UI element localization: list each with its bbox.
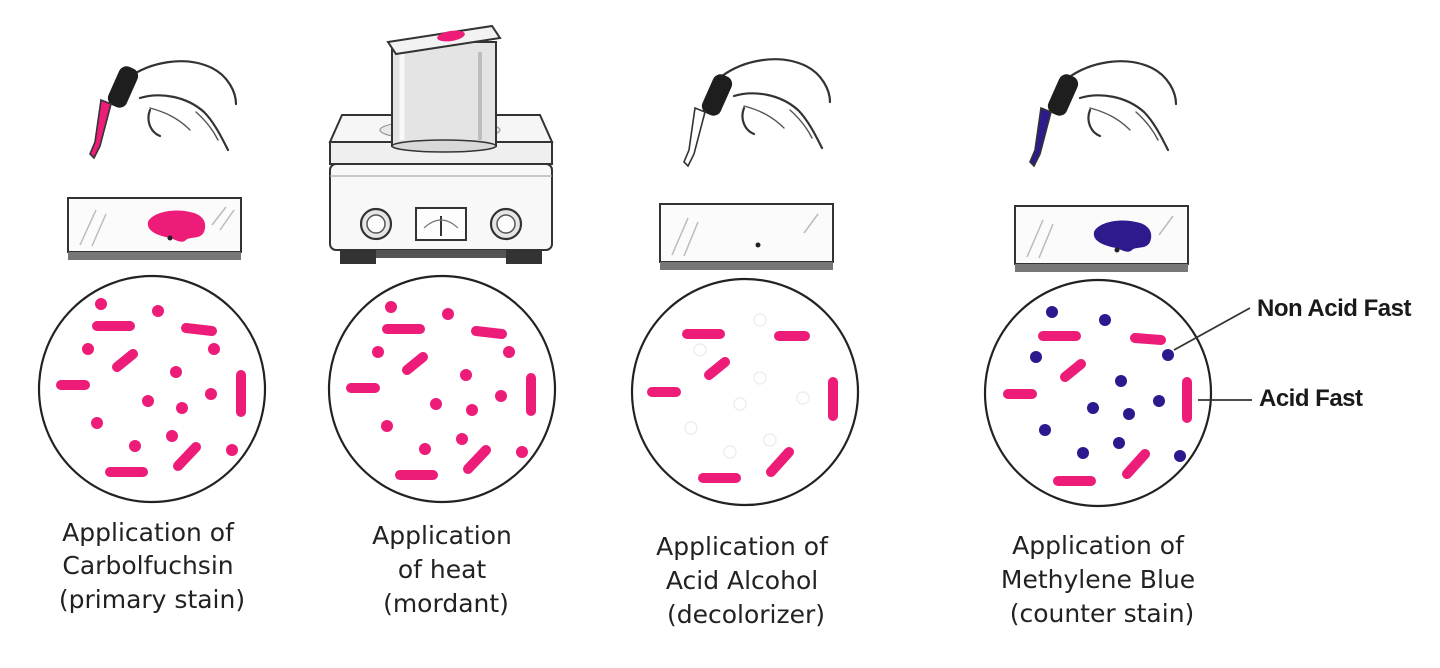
dropper-hand-icon bbox=[1029, 60, 1178, 168]
coccus-bacterium bbox=[1039, 424, 1051, 436]
coccus-bacterium bbox=[226, 444, 238, 456]
coccus-bacterium bbox=[176, 402, 188, 414]
rod-bacterium bbox=[704, 357, 730, 380]
coccus-bacterium bbox=[91, 417, 103, 429]
rod-bacterium bbox=[402, 352, 428, 375]
beaker-icon bbox=[386, 24, 502, 153]
step-counter-stain: Application of Methylene Blue (counter s… bbox=[983, 60, 1213, 628]
microscope-field bbox=[983, 278, 1213, 508]
coccus-bacterium bbox=[419, 443, 431, 455]
glass-slide bbox=[1014, 205, 1189, 272]
coccus-bacterium bbox=[381, 420, 393, 432]
coccus-bacterium bbox=[170, 366, 182, 378]
dropper-tube bbox=[1029, 106, 1052, 168]
glass-slide bbox=[67, 197, 242, 260]
rod-bacterium bbox=[173, 442, 201, 471]
microscope-field bbox=[327, 274, 557, 504]
coccus-bacterium bbox=[1113, 437, 1125, 449]
coccus-bacterium bbox=[516, 446, 528, 458]
step-caption: Application of Carbolfuchsin (primary st… bbox=[59, 518, 245, 614]
smear bbox=[147, 210, 206, 242]
rod-bacterium bbox=[1122, 449, 1150, 479]
coccus-bacterium bbox=[466, 404, 478, 416]
step-caption: Application of heat (mordant) bbox=[372, 521, 520, 618]
coccus-bacterium bbox=[1046, 306, 1058, 318]
coccus-bacterium bbox=[129, 440, 141, 452]
rod-bacterium bbox=[112, 349, 138, 372]
glass-slide bbox=[659, 203, 834, 270]
step-decolorizer: Application of Acid Alcohol (decolorizer… bbox=[630, 58, 860, 629]
coccus-bacterium bbox=[95, 298, 107, 310]
step-caption: Application of Methylene Blue (counter s… bbox=[1001, 531, 1203, 628]
rod-bacterium bbox=[471, 326, 507, 339]
microscope-field bbox=[37, 274, 267, 504]
rod-bacterium bbox=[463, 445, 491, 474]
coccus-bacterium bbox=[1030, 351, 1042, 363]
coccus-bacterium bbox=[1115, 375, 1127, 387]
coccus-bacterium bbox=[142, 395, 154, 407]
rod-bacterium bbox=[1130, 333, 1166, 345]
coccus-bacterium bbox=[152, 305, 164, 317]
coccus-bacterium bbox=[1099, 314, 1111, 326]
rod-bacterium bbox=[181, 323, 217, 336]
coccus-bacterium bbox=[495, 390, 507, 402]
microscope-field bbox=[630, 277, 860, 507]
step-primary-stain: Application of Carbolfuchsin (primary st… bbox=[37, 60, 267, 614]
coccus-bacterium bbox=[205, 388, 217, 400]
coccus-bacterium bbox=[1153, 395, 1165, 407]
acid-fast-label: Acid Fast bbox=[1259, 385, 1363, 412]
coccus-bacterium bbox=[1174, 450, 1186, 462]
coccus-bacterium bbox=[456, 433, 468, 445]
coccus-bacterium bbox=[430, 398, 442, 410]
coccus-bacterium bbox=[82, 343, 94, 355]
non-acid-fast-label: Non Acid Fast bbox=[1257, 295, 1411, 322]
step-caption: Application of Acid Alcohol (decolorizer… bbox=[656, 532, 836, 629]
rod-bacterium bbox=[766, 447, 794, 477]
coccus-bacterium bbox=[503, 346, 515, 358]
leader-line bbox=[1173, 307, 1251, 351]
callouts: Non Acid Fast Acid Fast bbox=[1173, 295, 1412, 412]
coccus-bacterium bbox=[1162, 349, 1174, 361]
coccus-bacterium bbox=[442, 308, 454, 320]
dropper-tube bbox=[683, 106, 706, 168]
rod-bacterium bbox=[1060, 359, 1086, 382]
coccus-bacterium bbox=[208, 343, 220, 355]
coccus-bacterium bbox=[460, 369, 472, 381]
coccus-bacterium bbox=[166, 430, 178, 442]
coccus-bacterium bbox=[1077, 447, 1089, 459]
coccus-bacterium bbox=[1087, 402, 1099, 414]
dropper-hand-icon bbox=[683, 58, 832, 168]
coccus-bacterium bbox=[372, 346, 384, 358]
step-mordant: Application of heat (mordant) bbox=[327, 24, 557, 618]
coccus-bacterium bbox=[1123, 408, 1135, 420]
smear bbox=[1093, 220, 1152, 252]
dropper-tube bbox=[89, 98, 112, 160]
coccus-bacterium bbox=[385, 301, 397, 313]
dropper-hand-icon bbox=[89, 60, 238, 160]
